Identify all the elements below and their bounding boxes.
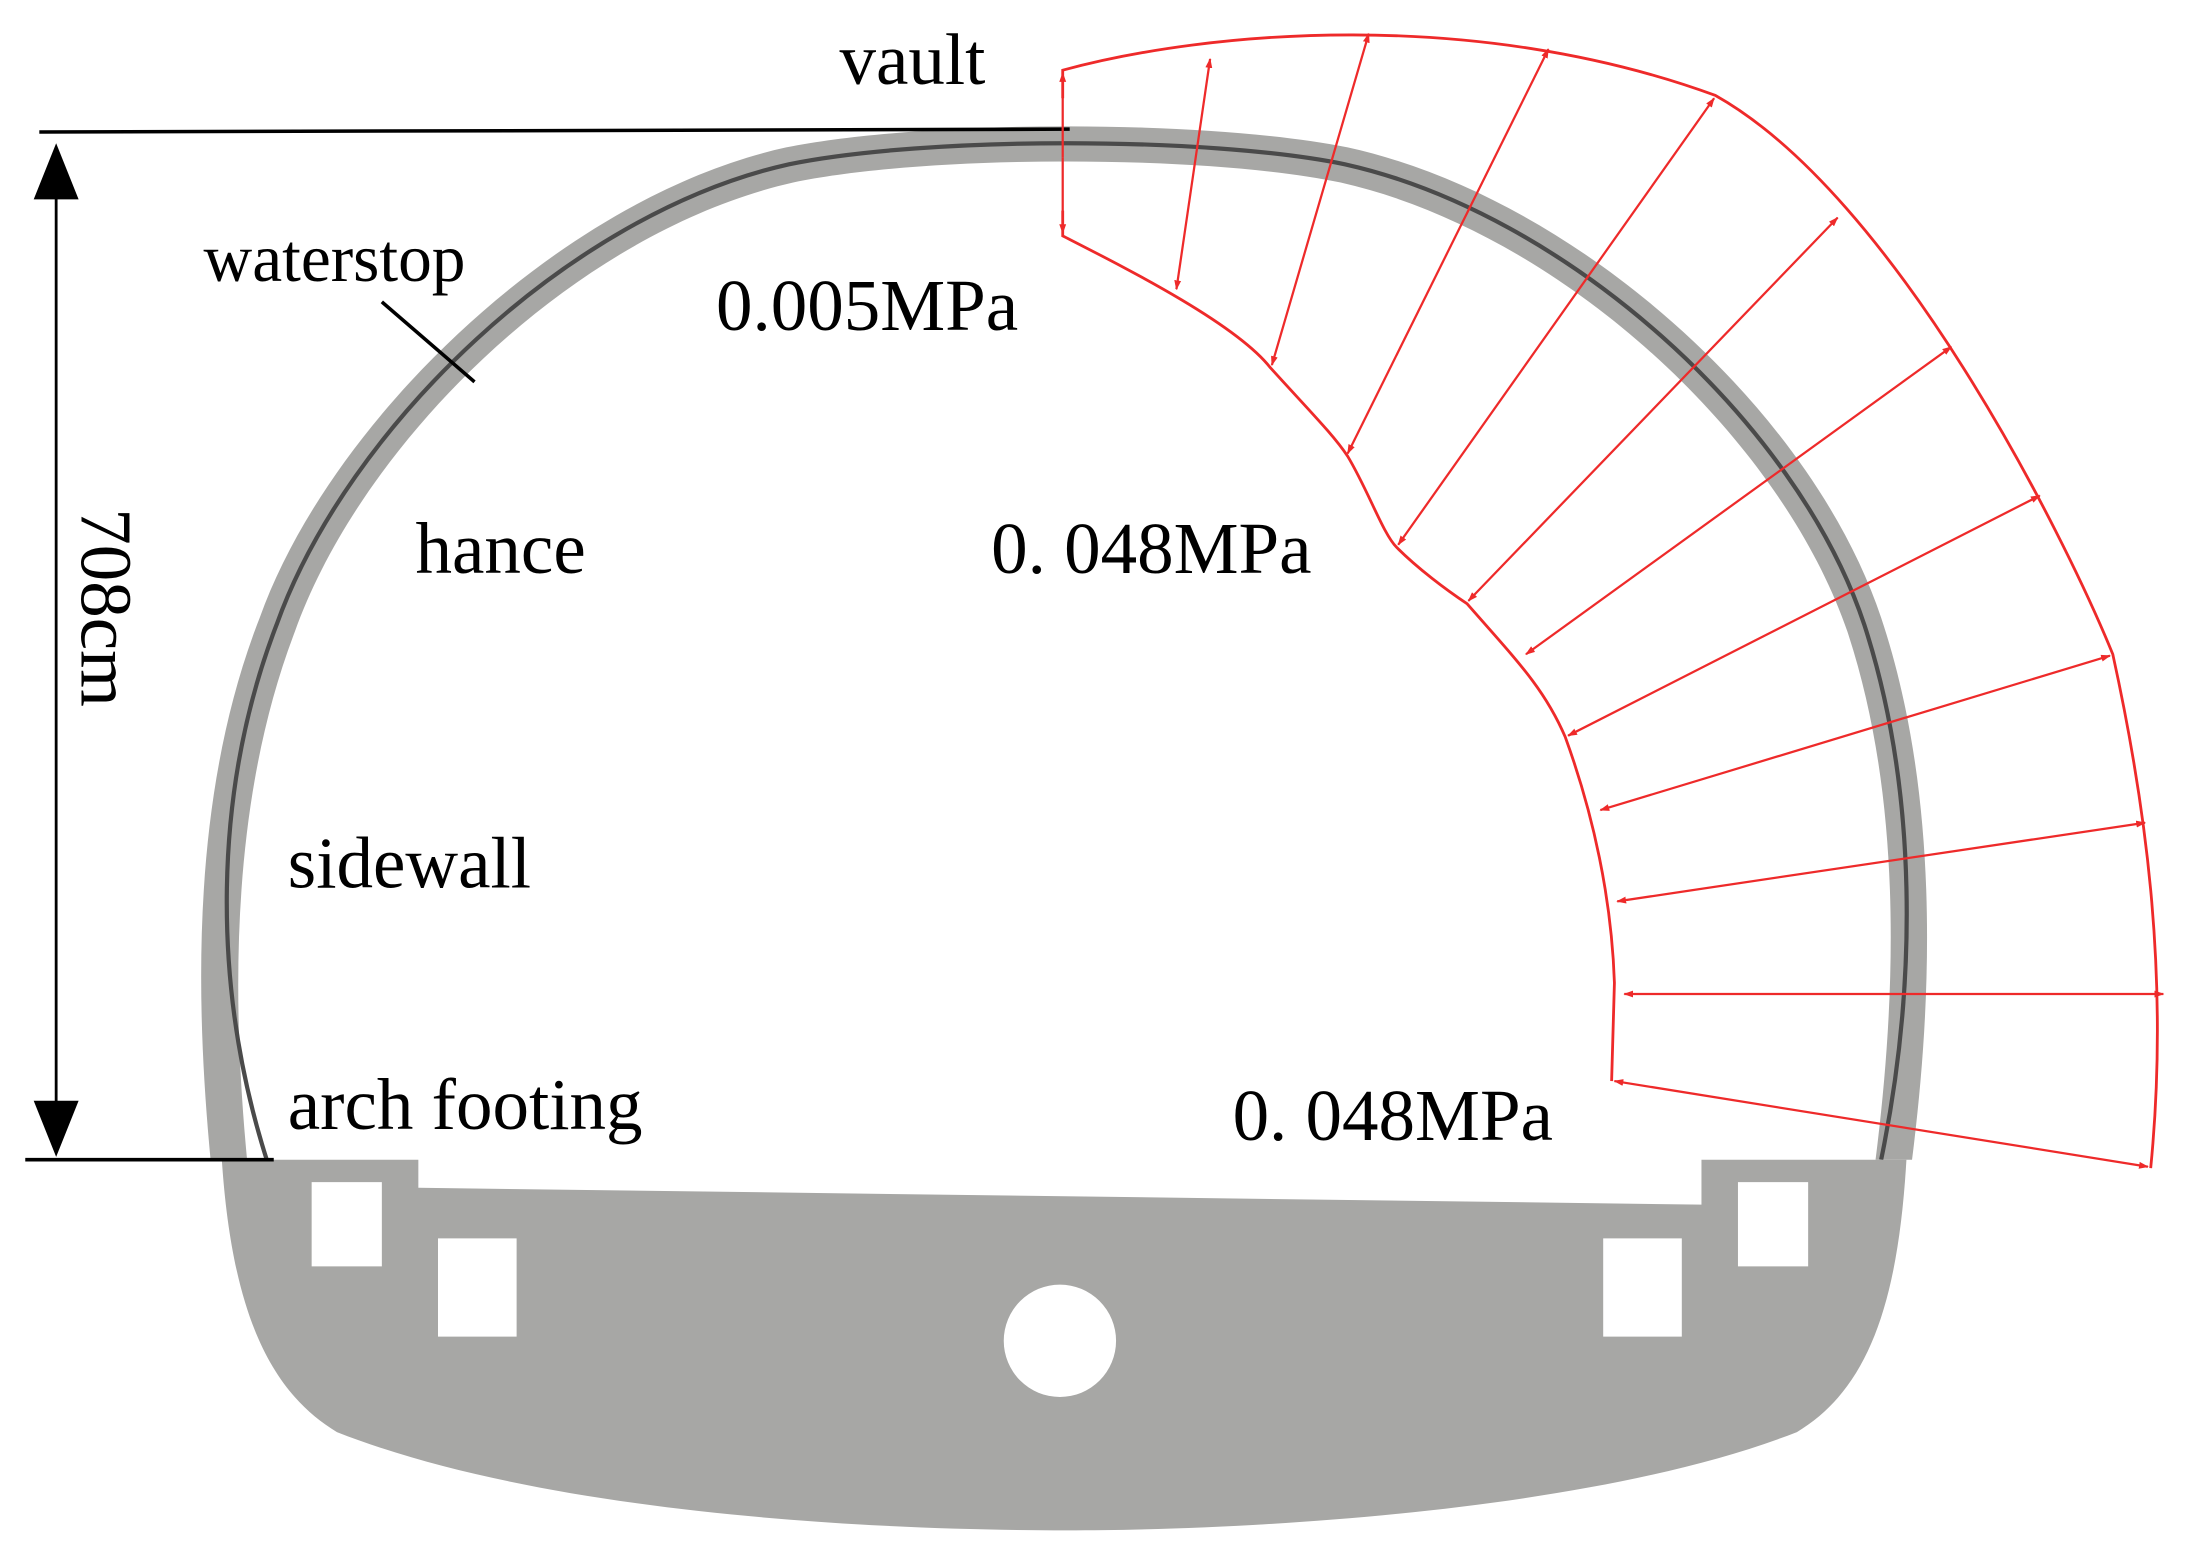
water-pressure-diagram bbox=[1059, 32, 2165, 1169]
waterstop-label: waterstop bbox=[204, 221, 466, 296]
pressure-inner-envelope bbox=[1061, 210, 1616, 1082]
dimension-arrow-up-icon bbox=[33, 143, 79, 200]
hance-pressure-label: 0. 048MPa bbox=[991, 508, 1311, 589]
vault-pressure-label: 0.005MPa bbox=[716, 265, 1018, 346]
height-dimension: 708cm bbox=[25, 127, 1070, 1162]
dimension-arrow-down-icon bbox=[33, 1100, 79, 1157]
top-reference-line bbox=[39, 127, 1070, 134]
pressure-outer-envelope bbox=[1061, 33, 2159, 1169]
height-dimension-label: 708cm bbox=[65, 508, 146, 707]
invert-slab bbox=[221, 1159, 1907, 1531]
tunnel-invert bbox=[221, 1159, 1907, 1531]
waterstop-line bbox=[224, 141, 1909, 1161]
hance-label: hance bbox=[416, 508, 586, 589]
footing-pressure-label: 0. 048MPa bbox=[1233, 1075, 1553, 1156]
arch-footing-label: arch footing bbox=[288, 1064, 643, 1145]
pressure-arrows bbox=[1059, 32, 2165, 1169]
vault-label: vault bbox=[840, 19, 986, 100]
sidewall-label: sidewall bbox=[288, 822, 531, 903]
waterstop-leader-line bbox=[380, 300, 476, 384]
